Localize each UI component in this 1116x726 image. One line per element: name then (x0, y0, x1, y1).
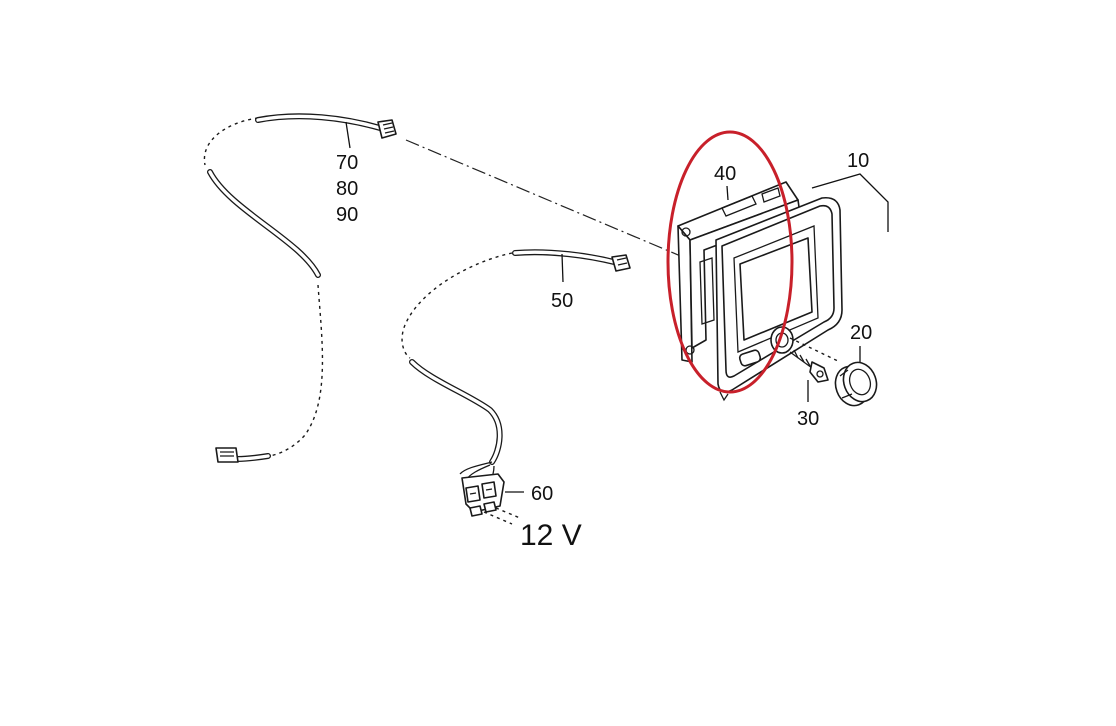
terminal-block-60 (461, 473, 524, 525)
label-part-70: 70 (336, 152, 358, 174)
label-part-10: 10 (847, 150, 869, 172)
label-voltage: 12 V (520, 519, 582, 552)
cable-50 (401, 249, 631, 483)
leader-50 (561, 253, 564, 283)
label-part-30: 30 (797, 408, 819, 430)
label-part-40: 40 (714, 163, 736, 185)
leader-10 (811, 173, 889, 232)
alignment-line (405, 139, 691, 261)
leader-70 (345, 121, 351, 149)
highlight-circle-40 (666, 130, 794, 394)
label-part-60: 60 (531, 483, 553, 505)
cable-70-80-90 (203, 113, 397, 463)
leader-40 (726, 185, 729, 201)
connector-rj-top (377, 119, 397, 139)
knob-20 (834, 346, 878, 407)
display-unit-10 (715, 173, 889, 402)
label-part-80: 80 (336, 178, 358, 200)
label-part-50: 50 (551, 290, 573, 312)
screw-30 (789, 349, 829, 402)
connector-50-end (611, 254, 631, 272)
connector-rj-bottom (215, 447, 239, 463)
label-part-90: 90 (336, 204, 358, 226)
label-part-20: 20 (850, 322, 872, 344)
